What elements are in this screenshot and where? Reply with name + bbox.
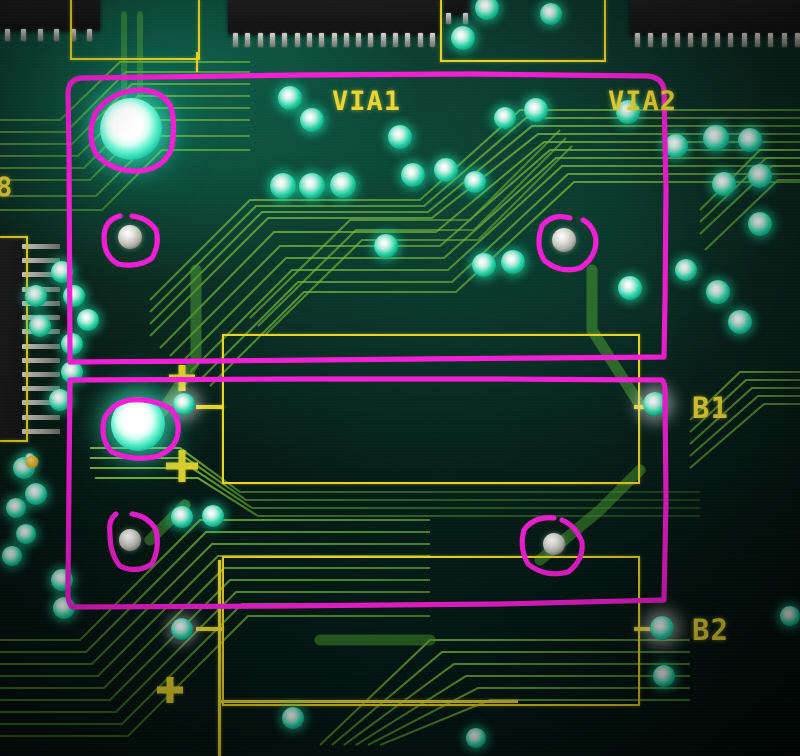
silk-label-b1: B1 bbox=[692, 391, 729, 425]
silk-connector-outline-top bbox=[0, 236, 28, 238]
fiducial-mark-3 bbox=[157, 677, 183, 703]
via-pad bbox=[300, 108, 324, 132]
via-pad bbox=[401, 163, 425, 187]
via-pad bbox=[61, 333, 83, 355]
via-pad bbox=[171, 506, 193, 528]
via-pad bbox=[278, 86, 302, 110]
via-pad bbox=[451, 26, 475, 50]
via-pad bbox=[472, 253, 496, 277]
silk-outline-b1 bbox=[222, 334, 640, 484]
via-pad bbox=[618, 276, 642, 300]
via-pad bbox=[434, 158, 458, 182]
silk-lead-b1-left bbox=[196, 405, 224, 409]
via-bright-upper-left bbox=[100, 98, 162, 160]
via-pad bbox=[299, 173, 325, 199]
via-pad bbox=[494, 107, 516, 129]
via-pad bbox=[643, 392, 667, 416]
silk-rail-horizontal bbox=[218, 700, 518, 703]
via-pad bbox=[202, 505, 224, 527]
via-pad bbox=[270, 173, 296, 199]
via-pad bbox=[524, 98, 548, 122]
silk-label-right-edge-partial bbox=[770, 430, 798, 445]
via-solder-lower-right bbox=[543, 533, 565, 555]
via-pad bbox=[664, 134, 688, 158]
via-pad bbox=[780, 606, 800, 626]
via-pad bbox=[748, 164, 772, 188]
via-pad bbox=[25, 483, 47, 505]
via-pad bbox=[171, 618, 193, 640]
silk-rail-vertical bbox=[218, 560, 221, 756]
via-pad bbox=[330, 172, 356, 198]
via-pad bbox=[540, 3, 562, 25]
ic-top-middle bbox=[228, 0, 440, 47]
via-pad bbox=[51, 261, 73, 283]
ic-pins bbox=[0, 29, 92, 41]
via-pad bbox=[25, 285, 47, 307]
via-pad bbox=[77, 309, 99, 331]
via-solder-upper-right bbox=[552, 228, 576, 252]
ic-pins bbox=[635, 33, 800, 47]
via-pad bbox=[703, 125, 729, 151]
silk-ic-box-2 bbox=[70, 58, 200, 60]
via-pad bbox=[6, 498, 26, 518]
silk-ic-box-5 bbox=[440, 60, 606, 62]
via-pad bbox=[706, 280, 730, 304]
via-pad bbox=[51, 569, 73, 591]
ic-top-left bbox=[0, 0, 100, 41]
silk-connector-outline-bot bbox=[0, 440, 28, 442]
ic-fragment-top-mid-small bbox=[444, 0, 470, 24]
via-pad bbox=[63, 285, 85, 307]
via-pad bbox=[650, 616, 674, 640]
via-pad bbox=[466, 728, 486, 748]
ic-pins bbox=[446, 13, 468, 24]
via-pad bbox=[16, 524, 36, 544]
via-pad bbox=[464, 171, 486, 193]
via-pad bbox=[675, 259, 697, 281]
via-pad bbox=[712, 172, 736, 196]
silk-ic-box-1 bbox=[70, 0, 72, 60]
fiducial-mark-2 bbox=[166, 450, 198, 482]
fiducial-mark-1 bbox=[169, 365, 195, 391]
silk-ic-box-6 bbox=[604, 0, 606, 62]
silk-label-via2: VIA2 bbox=[608, 86, 678, 117]
via-pad bbox=[653, 665, 675, 687]
via-pad bbox=[388, 125, 412, 149]
ic-top-right bbox=[630, 0, 800, 47]
silk-outline-b2 bbox=[222, 556, 640, 706]
silk-label-b2: B2 bbox=[692, 613, 729, 647]
via-pad bbox=[2, 546, 22, 566]
via-pad bbox=[728, 310, 752, 334]
ic-pins bbox=[233, 33, 435, 47]
via-pad bbox=[501, 250, 525, 274]
via-pad bbox=[49, 389, 71, 411]
connector-left-edge bbox=[0, 238, 24, 438]
via-pad-gold bbox=[25, 455, 39, 469]
silk-ic-box-7 bbox=[196, 52, 198, 72]
silk-label-via1: VIA1 bbox=[332, 86, 402, 117]
via-solder-upper-left bbox=[118, 225, 142, 249]
via-solder-lower-left bbox=[119, 529, 141, 551]
via-pad bbox=[748, 212, 772, 236]
via-pad bbox=[53, 597, 75, 619]
via-pad bbox=[29, 315, 51, 337]
via-bright-lower-left bbox=[111, 397, 165, 451]
via-pad bbox=[738, 128, 762, 152]
via-pad bbox=[61, 361, 83, 383]
silk-label-left-partial: 8 bbox=[0, 172, 14, 203]
silk-ic-box-3 bbox=[198, 0, 200, 60]
via-pad bbox=[374, 234, 398, 258]
silk-connector-outline-v bbox=[26, 236, 28, 442]
via-pad bbox=[282, 707, 304, 729]
via-pad bbox=[173, 393, 195, 415]
silk-ic-box-4 bbox=[440, 0, 442, 62]
